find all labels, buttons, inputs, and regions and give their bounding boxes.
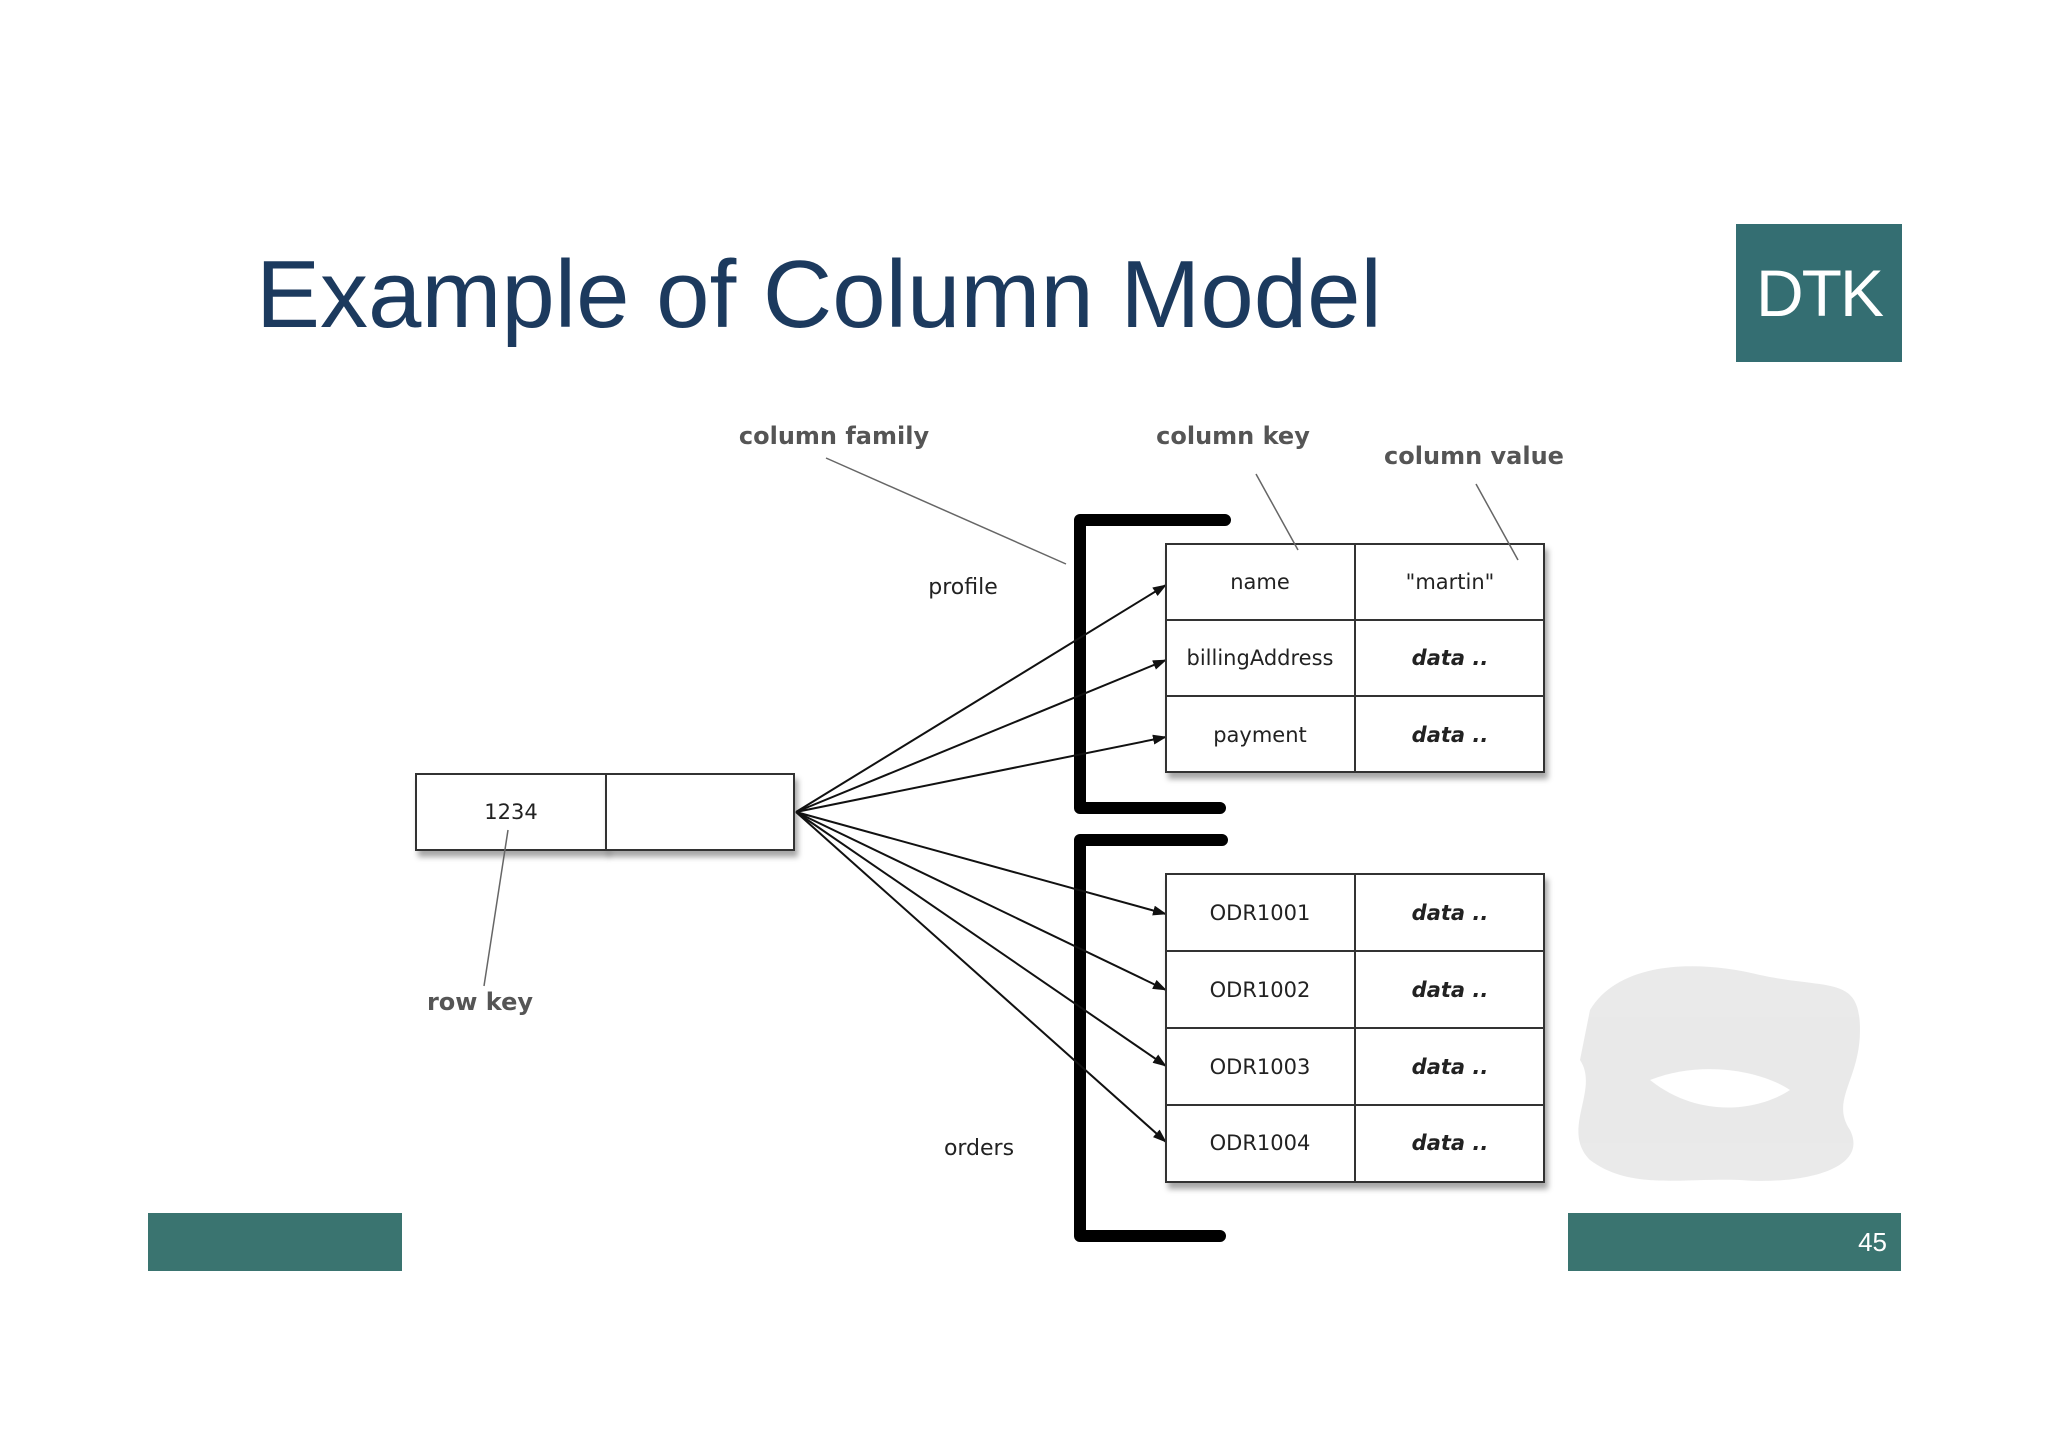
column-key: ODR1004 [1210, 1131, 1311, 1155]
column-key: ODR1001 [1210, 901, 1311, 925]
annotation-leaders [483, 457, 1519, 987]
annotation-row-key: row key [427, 988, 533, 1016]
column-value: data .. [1412, 978, 1489, 1002]
column-value: data .. [1412, 901, 1489, 925]
row-empty-cell [605, 773, 795, 851]
profile-arrows [795, 584, 1167, 813]
column-key: billingAddress [1187, 646, 1334, 670]
row-key-text: 1234 [484, 800, 537, 824]
orders-bracket [1074, 834, 1228, 1242]
orders-arrows [795, 811, 1167, 1143]
annotation-column-key: column key [1156, 422, 1310, 450]
column-value: data .. [1412, 1055, 1489, 1079]
leader-column-value [1475, 483, 1519, 561]
arrow-orders-1004 [795, 811, 1167, 1143]
arrow-orders-1002 [795, 811, 1167, 991]
leader-row-key [483, 829, 509, 987]
column-key: ODR1002 [1210, 978, 1311, 1002]
family-label-profile: profile [928, 575, 998, 600]
row-box: 1234 [415, 773, 795, 851]
orders-table: ODR1001 data .. ODR1002 data .. ODR1003 … [1165, 873, 1545, 1183]
annotation-column-value: column value [1384, 442, 1564, 470]
column-value: "martin" [1406, 570, 1495, 594]
column-value: data .. [1412, 1131, 1489, 1155]
column-value: data .. [1412, 646, 1489, 670]
profile-table: name "martin" billingAddress data .. pay… [1165, 543, 1545, 773]
column-key: payment [1213, 723, 1307, 747]
arrow-orders-1001 [795, 811, 1167, 916]
leader-column-family [825, 457, 1067, 565]
arrow-profile-payment [795, 734, 1167, 813]
arrow-profile-billing [795, 659, 1167, 813]
slide-title: Example of Column Model [256, 241, 1382, 348]
dtk-logo: DTK [1736, 224, 1902, 362]
arrow-orders-1003 [795, 811, 1167, 1067]
family-label-orders: orders [944, 1136, 1014, 1161]
arrow-profile-name [795, 584, 1167, 813]
column-key: ODR1003 [1210, 1055, 1311, 1079]
leader-column-key [1255, 473, 1299, 551]
column-value: data .. [1412, 723, 1489, 747]
page-number: 45 [1858, 1227, 1887, 1257]
row-key-cell [415, 773, 607, 851]
column-key: name [1230, 570, 1290, 594]
watermark-image [1578, 966, 1860, 1181]
footer-bar-right: 45 [1568, 1213, 1901, 1271]
footer-bar-left [148, 1213, 402, 1271]
annotation-column-family: column family [739, 422, 930, 450]
profile-bracket [1074, 514, 1231, 814]
